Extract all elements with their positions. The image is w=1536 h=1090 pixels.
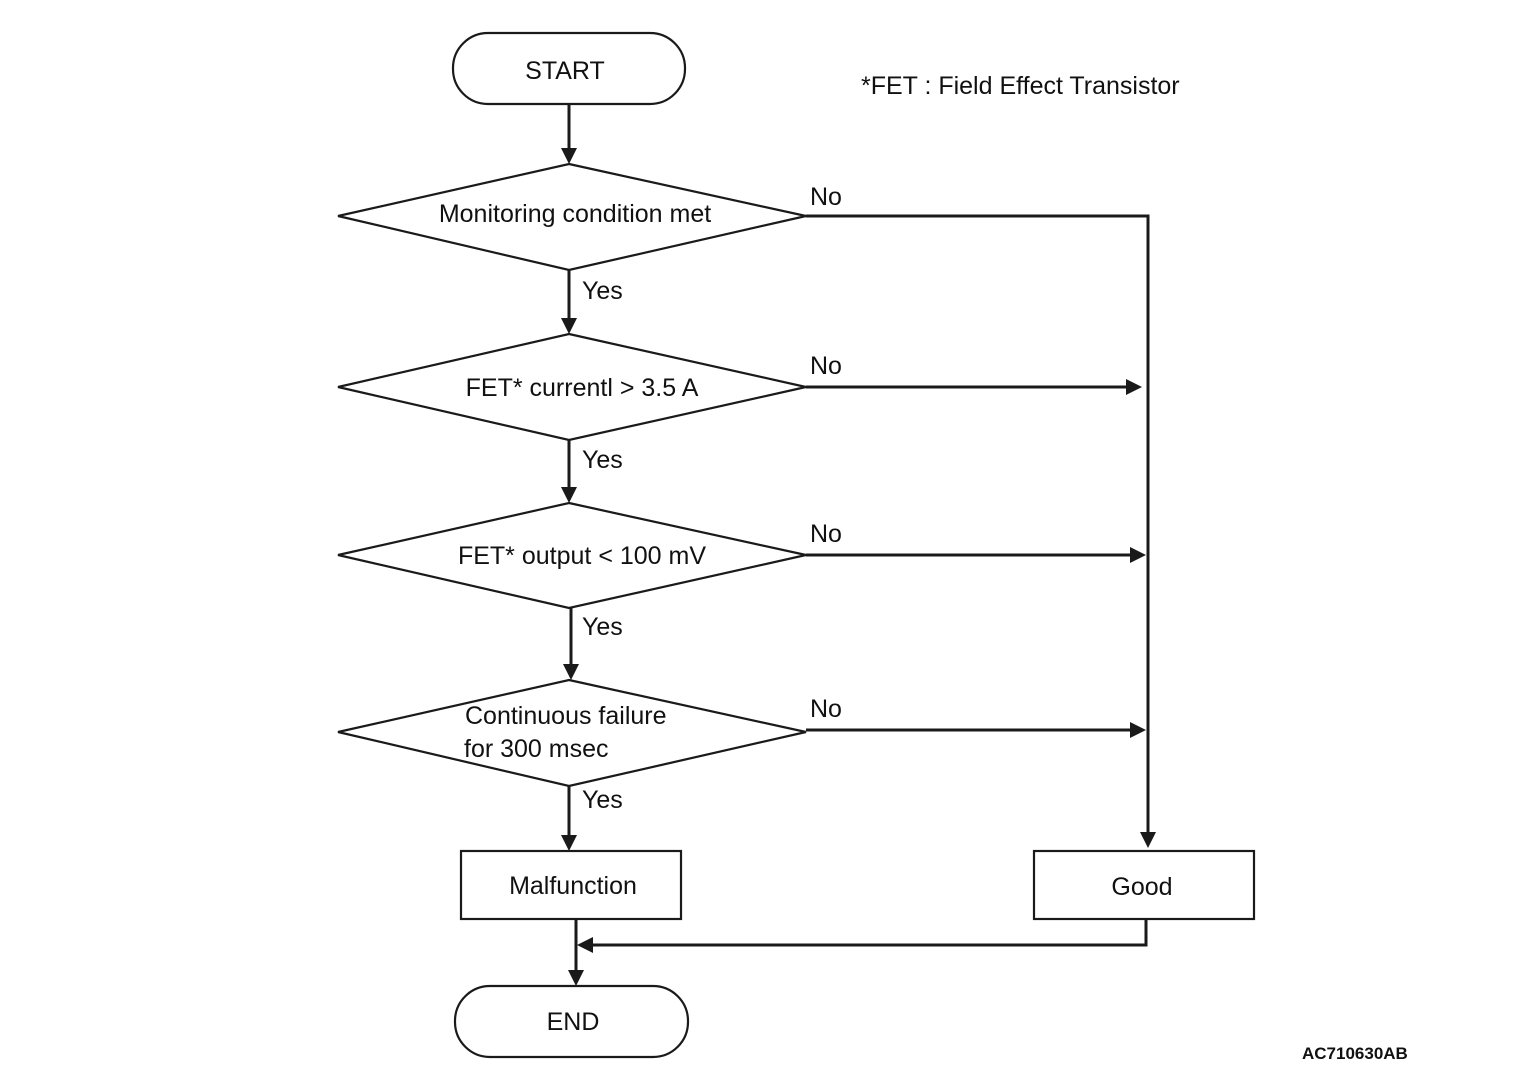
decision-continuous-failure-label-line1: Continuous failure (465, 702, 667, 730)
edge-label-yes-4: Yes (582, 786, 623, 814)
start-label: START (525, 57, 605, 85)
edge-label-yes-2: Yes (582, 446, 623, 474)
edge-label-no-4: No (810, 695, 842, 723)
edge-label-no-2: No (810, 352, 842, 380)
arrowhead-down-d1 (561, 148, 577, 164)
malfunction-box (459, 849, 683, 921)
arrowhead-down-good (1140, 832, 1156, 848)
arrowhead-down-d4 (563, 664, 579, 680)
arrowhead-right-d2 (1126, 379, 1142, 395)
fet-footnote: *FET : Field Effect Transistor (861, 72, 1180, 100)
arrowhead-right-d4 (1130, 722, 1146, 738)
arrowhead-down-d3 (561, 487, 577, 503)
decision-monitoring-condition-label: Monitoring condition met (439, 200, 711, 228)
end-terminal (453, 984, 690, 1059)
edge-label-yes-3: Yes (582, 613, 623, 641)
decision-monitoring-condition (337, 162, 807, 272)
start-terminal (451, 31, 687, 106)
malfunction-label: Malfunction (509, 872, 637, 900)
arrowhead-down-end (568, 970, 584, 986)
edge-label-no-1: No (810, 183, 842, 211)
end-label: END (547, 1008, 600, 1036)
arrowhead-right-d3 (1130, 547, 1146, 563)
connectors (567, 104, 1150, 972)
connector-d1-no-to-good (806, 214, 1150, 834)
decision-continuous-failure-label-line2: for 300 msec (464, 735, 609, 763)
decision-fet-output-label: FET* output < 100 mV (458, 542, 706, 570)
edge-label-no-3: No (810, 520, 842, 548)
decision-fet-current (337, 332, 807, 442)
good-box (1032, 849, 1256, 921)
connector-good-to-end (591, 919, 1148, 947)
decision-fet-current-label: FET* currentl > 3.5 A (466, 374, 699, 402)
decision-continuous-failure (337, 678, 807, 788)
arrowhead-down-malfunction (561, 835, 577, 851)
decision-fet-output (337, 501, 807, 610)
edge-label-yes-1: Yes (582, 277, 623, 305)
good-label: Good (1111, 873, 1172, 901)
arrowhead-left-end (577, 937, 593, 953)
arrowhead-down-d2 (561, 318, 577, 334)
arrowheads (561, 148, 1156, 986)
figure-code: AC710630AB (1302, 1044, 1408, 1063)
